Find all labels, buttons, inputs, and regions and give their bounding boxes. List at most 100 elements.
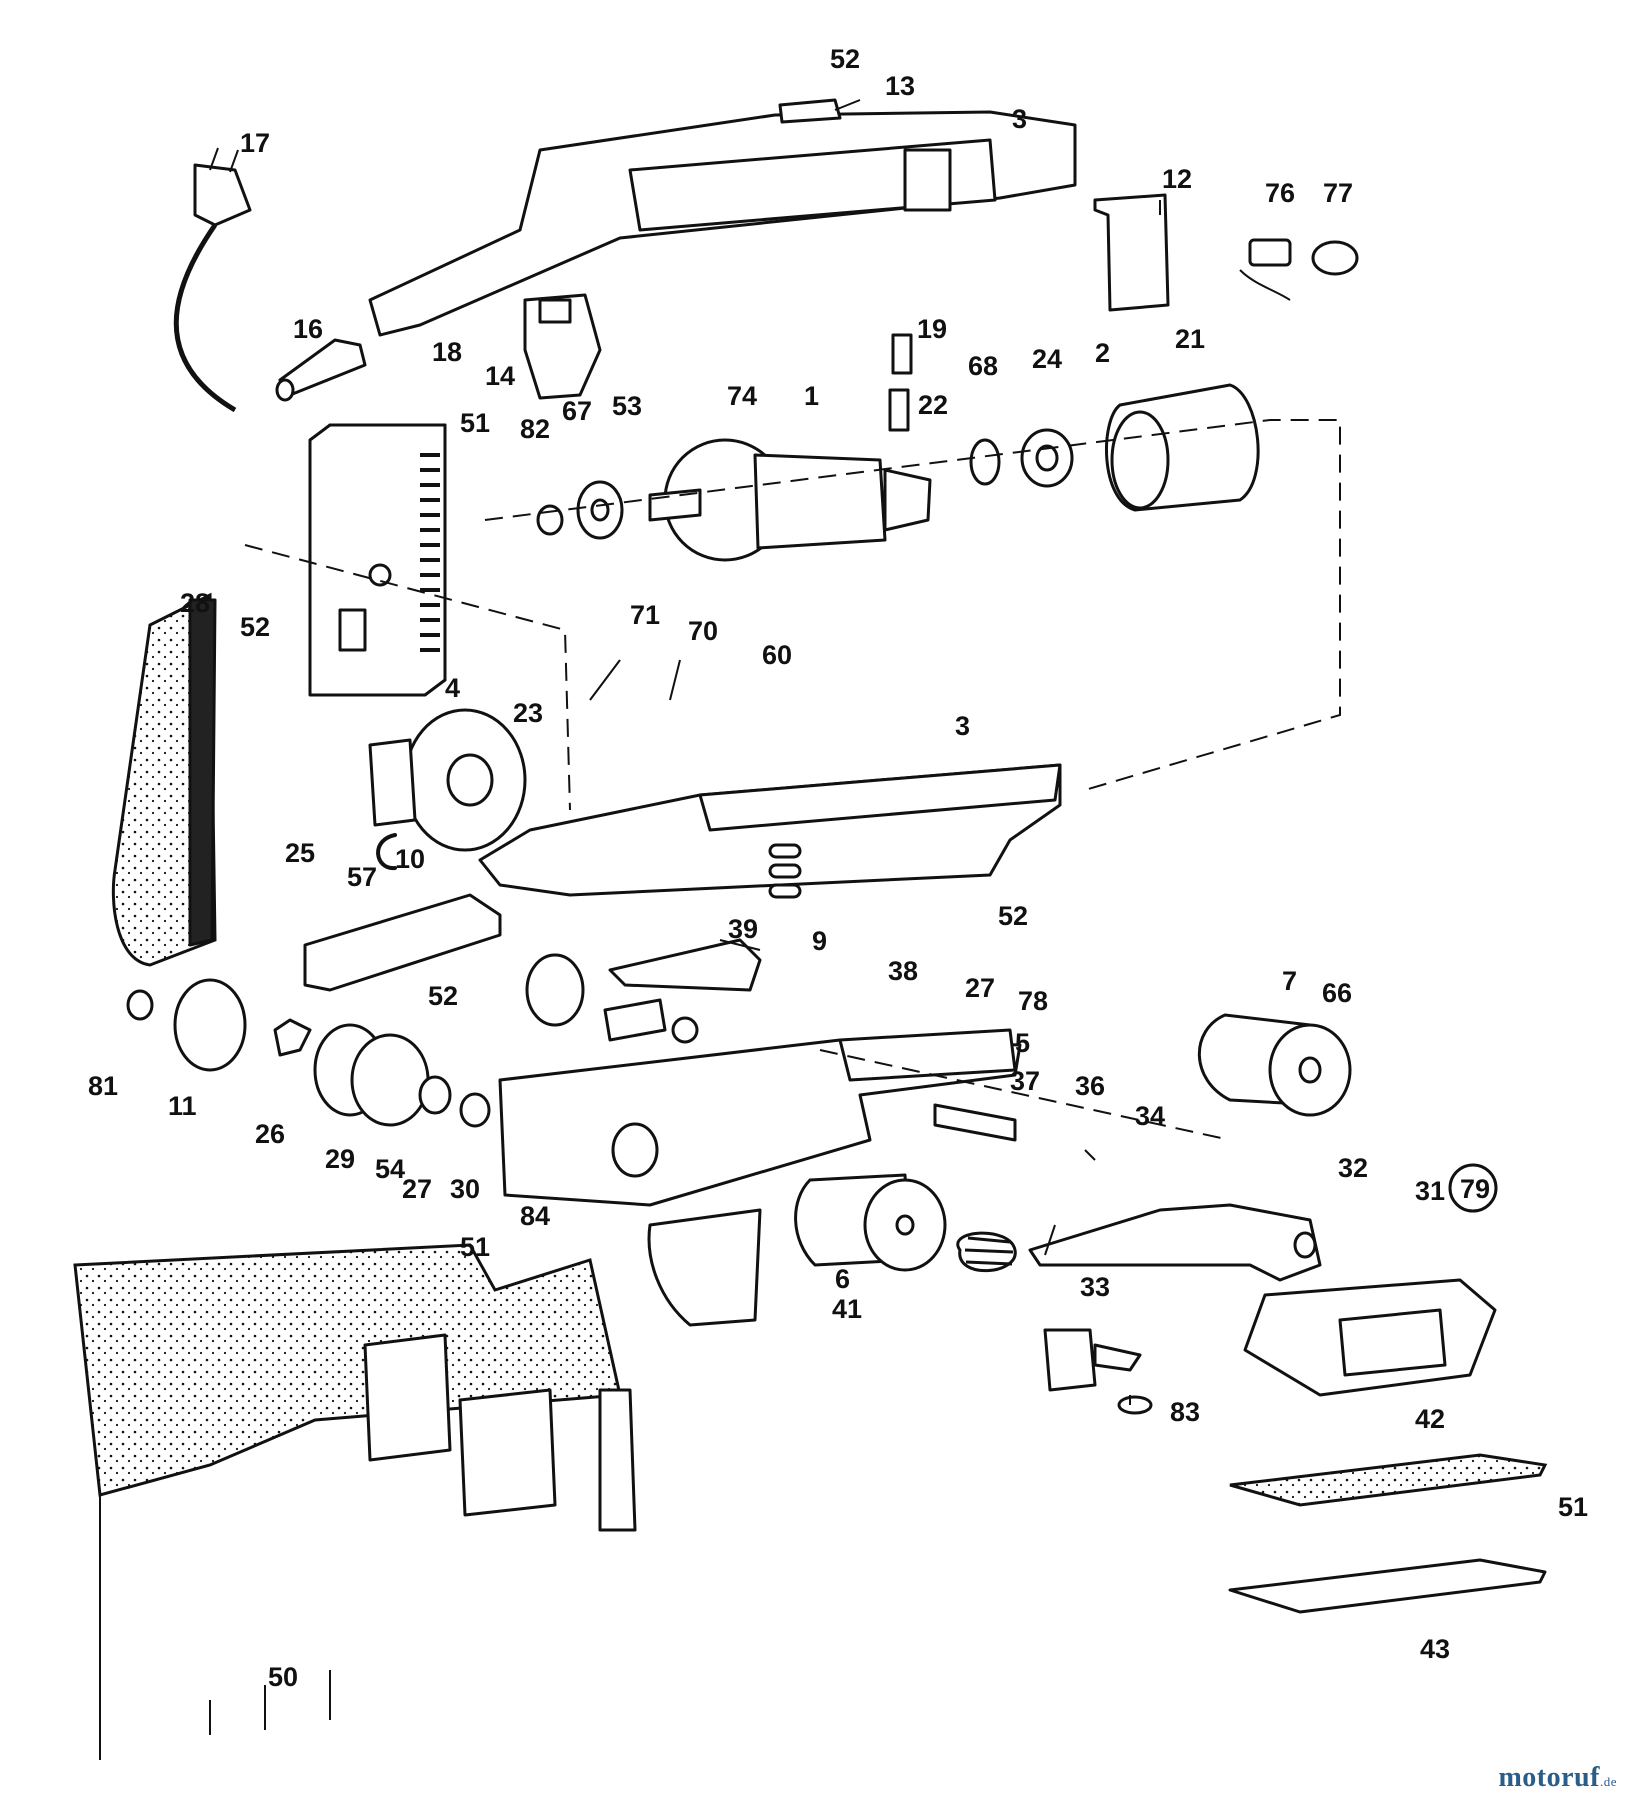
part-label: 70 xyxy=(688,616,718,646)
part-label: 84 xyxy=(520,1201,550,1231)
part-label: 57 xyxy=(347,862,377,892)
assembly-lines xyxy=(244,419,1341,1141)
front-drive-assembly xyxy=(126,978,491,1128)
part-label: 17 xyxy=(240,128,270,158)
tension-spring xyxy=(956,1231,1017,1273)
part-label: 68 xyxy=(968,351,998,381)
roller-guard xyxy=(647,1208,762,1327)
part-label: 6 xyxy=(835,1264,850,1294)
watermark-name: motoruf xyxy=(1498,1762,1600,1793)
part-label: 37 xyxy=(1010,1066,1040,1096)
switch xyxy=(523,293,602,400)
lever-33 xyxy=(1043,1328,1142,1392)
carbon-brush xyxy=(888,333,913,432)
part-label: 41 xyxy=(832,1294,862,1324)
part-label: 50 xyxy=(268,1662,298,1692)
rear-roller xyxy=(1197,1013,1352,1117)
part-label: 25 xyxy=(285,838,315,868)
bearing-left xyxy=(576,480,624,540)
sanding-frame-50 xyxy=(73,1243,637,1760)
part-label: 79 xyxy=(1460,1174,1490,1204)
part-label: 2 xyxy=(1095,338,1110,368)
part-label: 33 xyxy=(1080,1272,1110,1302)
lower-housing xyxy=(478,763,1062,899)
part-label: 12 xyxy=(1162,164,1192,194)
part-label: 11 xyxy=(168,1091,197,1121)
part-label: 51 xyxy=(460,1232,490,1262)
part-label: 38 xyxy=(888,956,918,986)
part-label: 16 xyxy=(293,314,323,344)
leader-lines xyxy=(589,99,1161,1405)
part-label: 28 xyxy=(180,588,210,618)
part-label: 52 xyxy=(428,981,458,1011)
circled-part-79 xyxy=(1448,1163,1498,1213)
part-label: 23 xyxy=(513,698,543,728)
part-label: 74 xyxy=(727,381,757,411)
part-label: 43 xyxy=(1420,1634,1450,1664)
part-label: 26 xyxy=(255,1119,285,1149)
watermark-tld: .de xyxy=(1599,1774,1617,1789)
part-label: 36 xyxy=(1075,1071,1105,1101)
part-label: 34 xyxy=(1135,1101,1165,1131)
bracket-clip xyxy=(1093,193,1170,312)
part-label: 24 xyxy=(1032,344,1062,374)
part-label: 52 xyxy=(830,44,860,74)
part-label: 14 xyxy=(485,361,515,391)
part-label: 82 xyxy=(520,414,550,444)
part-label: 66 xyxy=(1322,978,1352,1008)
part-label: 3 xyxy=(1012,104,1027,134)
front-roller xyxy=(794,1173,947,1272)
drive-gear xyxy=(368,708,527,852)
part-label: 53 xyxy=(612,391,642,421)
part-label: 19 xyxy=(917,314,947,344)
part-label: 83 xyxy=(1170,1397,1200,1427)
brush-holder-parts xyxy=(1239,238,1359,301)
sanding-belt xyxy=(111,592,217,967)
dust-box xyxy=(1243,1278,1497,1397)
part-label: 52 xyxy=(240,612,270,642)
part-label: 27 xyxy=(965,973,995,1003)
part-label: 39 xyxy=(728,914,758,944)
bracket-10 xyxy=(303,893,502,992)
part-label: 27 xyxy=(402,1174,432,1204)
part-label: 10 xyxy=(395,844,425,874)
cord-bushing xyxy=(275,338,367,402)
middle-drive-parts xyxy=(525,938,762,1044)
part-label: 3 xyxy=(955,711,970,741)
part-label: 7 xyxy=(1282,966,1297,996)
part-label: 51 xyxy=(460,408,490,438)
part-label: 9 xyxy=(812,926,827,956)
part-label: 21 xyxy=(1175,324,1205,354)
part-label: 52 xyxy=(998,901,1028,931)
part-label: 32 xyxy=(1338,1153,1368,1183)
clip-57 xyxy=(376,833,397,871)
part-label: 76 xyxy=(1265,178,1295,208)
part-label: 4 xyxy=(445,673,460,703)
part-label: 29 xyxy=(325,1144,355,1174)
part-label: 22 xyxy=(918,390,948,420)
armature xyxy=(648,438,932,562)
part-label: 5 xyxy=(1015,1028,1030,1058)
part-label: 71 xyxy=(630,600,660,630)
part-label: 77 xyxy=(1323,178,1353,208)
stator xyxy=(1105,383,1260,512)
part-label: 18 xyxy=(432,337,462,367)
part-label: 54 xyxy=(375,1154,405,1184)
part-label: 51 xyxy=(1558,1492,1588,1522)
retaining-ring xyxy=(536,504,564,536)
part-label: 1 xyxy=(804,381,819,411)
part-label: 60 xyxy=(762,640,792,670)
part-label: 67 xyxy=(562,396,592,426)
part-label: 13 xyxy=(885,71,915,101)
side-cover xyxy=(308,423,447,697)
bearing-right xyxy=(969,428,1074,488)
upper-housing-handle xyxy=(368,98,1077,337)
pin-37 xyxy=(933,1103,1017,1142)
site-watermark: motoruf.de xyxy=(1498,1762,1617,1794)
power-plug-cord xyxy=(173,147,252,413)
part-label: 30 xyxy=(450,1174,480,1204)
part-label: 81 xyxy=(88,1071,118,1101)
part-label: 42 xyxy=(1415,1404,1445,1434)
